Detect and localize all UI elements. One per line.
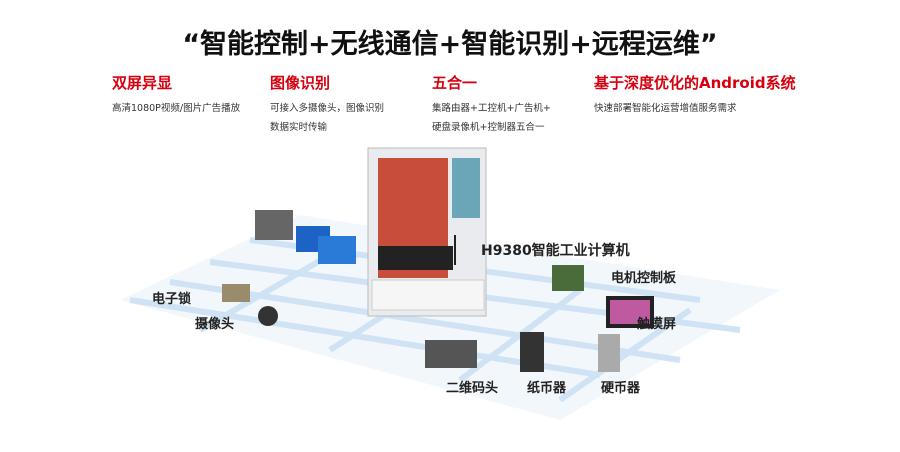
camera-image: [258, 306, 278, 326]
label-coin-acceptor: 硬币器: [601, 381, 641, 396]
feature-heading: 图像识别: [270, 74, 331, 92]
bill-acceptor-image: [520, 332, 544, 372]
feature-android: 基于深度优化的Android系统快速部署智能化运营增值服务需求: [594, 72, 796, 118]
industrial-computer-image: [378, 246, 453, 270]
feature-dual-screen: 双屏异显高清1080P视频/图片广告播放: [112, 72, 240, 118]
feature-five-in-one: 五合一集路由器+工控机+广告机+ 硬盘录像机+控制器五合一: [432, 72, 551, 137]
vending-machine-image: [367, 147, 487, 317]
label-camera: 摄像头: [195, 317, 235, 332]
label-lock: 电子锁: [152, 292, 192, 307]
feature-image-recognition: 图像识别可接入多摄像头，图像识别数据实时传输: [270, 72, 384, 137]
feature-desc: 数据实时传输: [270, 122, 328, 133]
server-image: [255, 210, 293, 240]
label-motor-board: 电机控制板: [611, 271, 677, 286]
page-title: “智能控制+无线通信+智能识别+远程运维”: [182, 29, 718, 60]
coin-acceptor-image: [598, 334, 620, 372]
label-bill-acceptor: 纸币器: [527, 381, 567, 396]
label-touchscreen: 触摸屏: [637, 317, 677, 332]
feature-desc: 可接入多摄像头，图像识别: [270, 103, 385, 114]
monitor-image: [318, 236, 356, 264]
feature-heading: 双屏异显: [112, 74, 173, 92]
feature-desc: 集路由器+工控机+广告机+: [432, 103, 551, 114]
qr-reader-image: [425, 340, 477, 368]
electronic-lock-image: [222, 284, 250, 302]
feature-heading: 五合一: [432, 74, 478, 92]
motor-board-image: [552, 265, 584, 291]
label-qr-reader: 二维码头: [446, 381, 499, 396]
label-computer: H9380智能工业计算机: [481, 243, 630, 259]
feature-desc: 硬盘录像机+控制器五合一: [432, 122, 545, 133]
feature-desc: 高清1080P视频/图片广告播放: [112, 103, 241, 114]
feature-heading: 基于深度优化的Android系统: [594, 74, 796, 92]
feature-desc: 快速部署智能化运营增值服务需求: [594, 103, 737, 114]
